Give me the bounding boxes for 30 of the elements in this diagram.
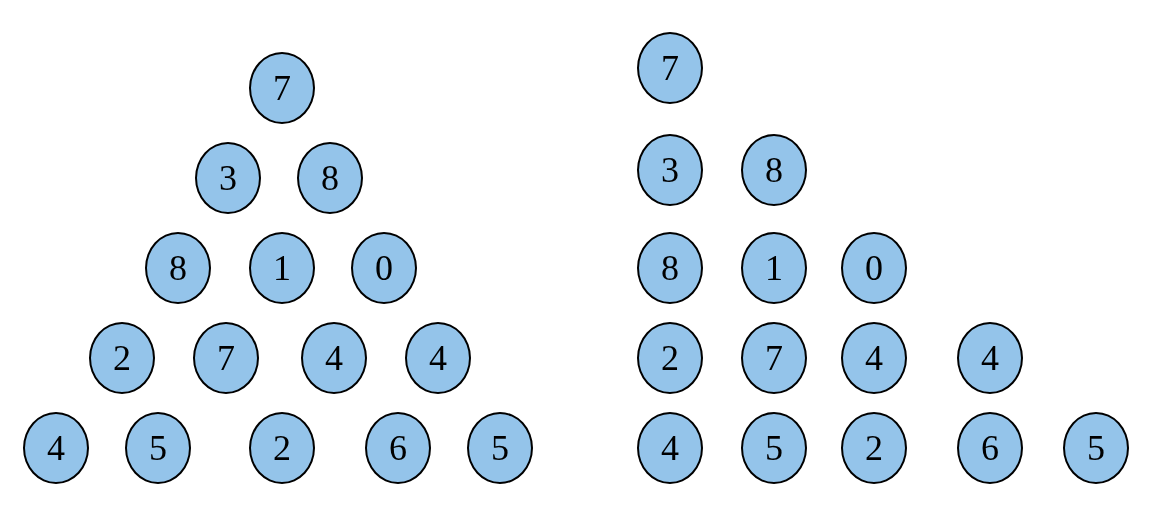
number-ellipse: 8 (741, 134, 807, 206)
number-ellipse: 6 (365, 412, 431, 484)
number-ellipse: 8 (145, 232, 211, 304)
number-ellipse: 2 (637, 322, 703, 394)
number-ellipse: 1 (741, 232, 807, 304)
number-ellipse: 8 (637, 232, 703, 304)
number-ellipse: 5 (125, 412, 191, 484)
number-ellipse: 3 (637, 134, 703, 206)
number-ellipse: 5 (741, 412, 807, 484)
number-ellipse: 4 (637, 412, 703, 484)
number-ellipse: 4 (957, 322, 1023, 394)
number-ellipse: 8 (297, 142, 363, 214)
number-ellipse: 4 (301, 322, 367, 394)
number-ellipse: 7 (249, 52, 315, 124)
number-ellipse: 7 (741, 322, 807, 394)
number-ellipse: 2 (841, 412, 907, 484)
number-ellipse: 5 (467, 412, 533, 484)
number-ellipse: 4 (405, 322, 471, 394)
number-ellipse: 4 (23, 412, 89, 484)
number-ellipse: 7 (193, 322, 259, 394)
number-ellipse: 4 (841, 322, 907, 394)
number-ellipse: 7 (637, 32, 703, 104)
number-ellipse: 0 (841, 232, 907, 304)
number-ellipse: 6 (957, 412, 1023, 484)
number-ellipse: 2 (249, 412, 315, 484)
number-ellipse: 0 (351, 232, 417, 304)
number-ellipse: 5 (1063, 412, 1129, 484)
number-ellipse: 3 (195, 142, 261, 214)
number-ellipse: 1 (249, 232, 315, 304)
number-ellipse: 2 (89, 322, 155, 394)
